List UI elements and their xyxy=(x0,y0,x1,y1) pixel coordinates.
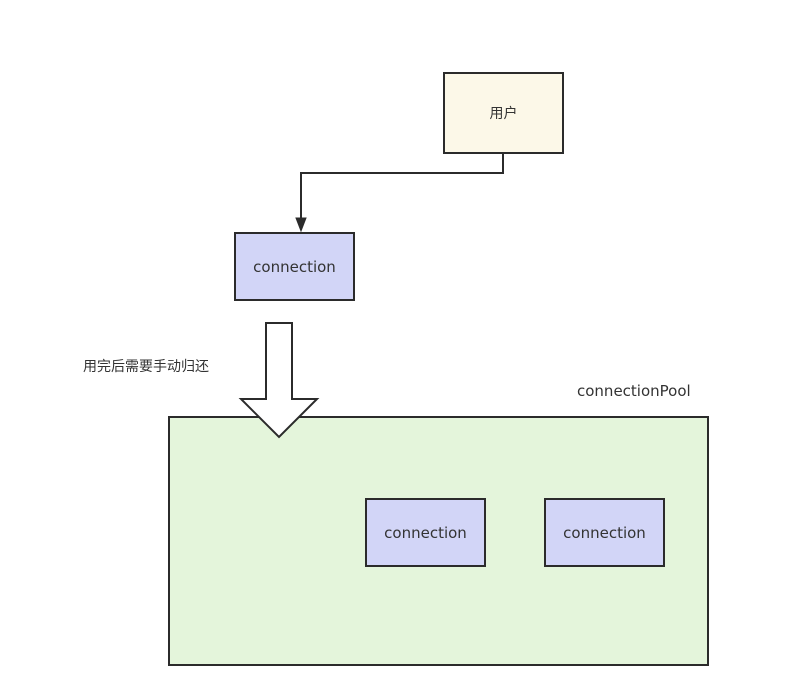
user-node[interactable]: 用户 xyxy=(443,72,564,154)
user-to-connection-arrowhead xyxy=(295,217,307,233)
user-node-label: 用户 xyxy=(489,106,518,122)
pool-connection-node-1[interactable]: connection xyxy=(365,498,486,567)
return-note-label: 用完后需要手动归还 xyxy=(83,359,209,375)
pool-connection-node-1-label: connection xyxy=(384,523,467,542)
connection-node-top[interactable]: connection xyxy=(234,232,355,301)
pool-connection-node-2-label: connection xyxy=(563,523,646,542)
pool-connection-node-2[interactable]: connection xyxy=(544,498,665,567)
connection-pool-label: connectionPool xyxy=(577,382,691,400)
user-to-connection-line xyxy=(300,154,504,222)
connection-node-top-label: connection xyxy=(253,257,336,276)
